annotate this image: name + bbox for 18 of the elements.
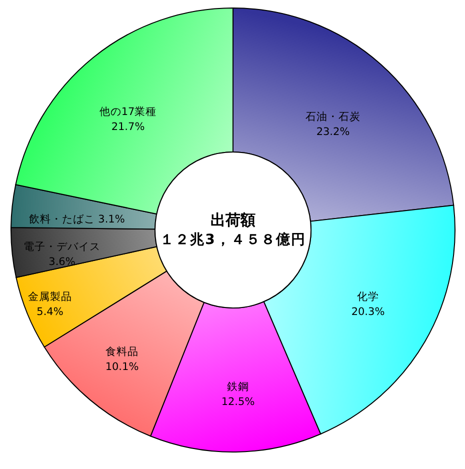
value-label: 5.4% bbox=[36, 305, 64, 320]
value-label: 21.7% bbox=[111, 120, 145, 135]
value-label: 3.1% bbox=[98, 212, 125, 228]
center-title: 出荷額 bbox=[210, 210, 256, 230]
category-label: 鉄鋼 bbox=[227, 380, 249, 395]
category-label: 石油・石炭 bbox=[306, 110, 360, 125]
value-label: 20.3% bbox=[351, 305, 385, 320]
value-label: 3.6% bbox=[48, 255, 76, 270]
category-label: 金属製品 bbox=[28, 290, 72, 305]
center-total: １２兆3，４５８億円 bbox=[160, 231, 306, 250]
category-label: 化学 bbox=[357, 290, 379, 305]
value-label: 12.5% bbox=[221, 395, 255, 410]
category-label: 飲料・たばこ bbox=[29, 212, 96, 228]
value-label: 23.2% bbox=[316, 125, 350, 140]
category-label: 食料品 bbox=[106, 345, 138, 360]
value-label: 10.1% bbox=[105, 360, 139, 375]
category-label: 他の17業種 bbox=[99, 105, 157, 120]
category-label: 電子・デバイス bbox=[24, 240, 100, 255]
